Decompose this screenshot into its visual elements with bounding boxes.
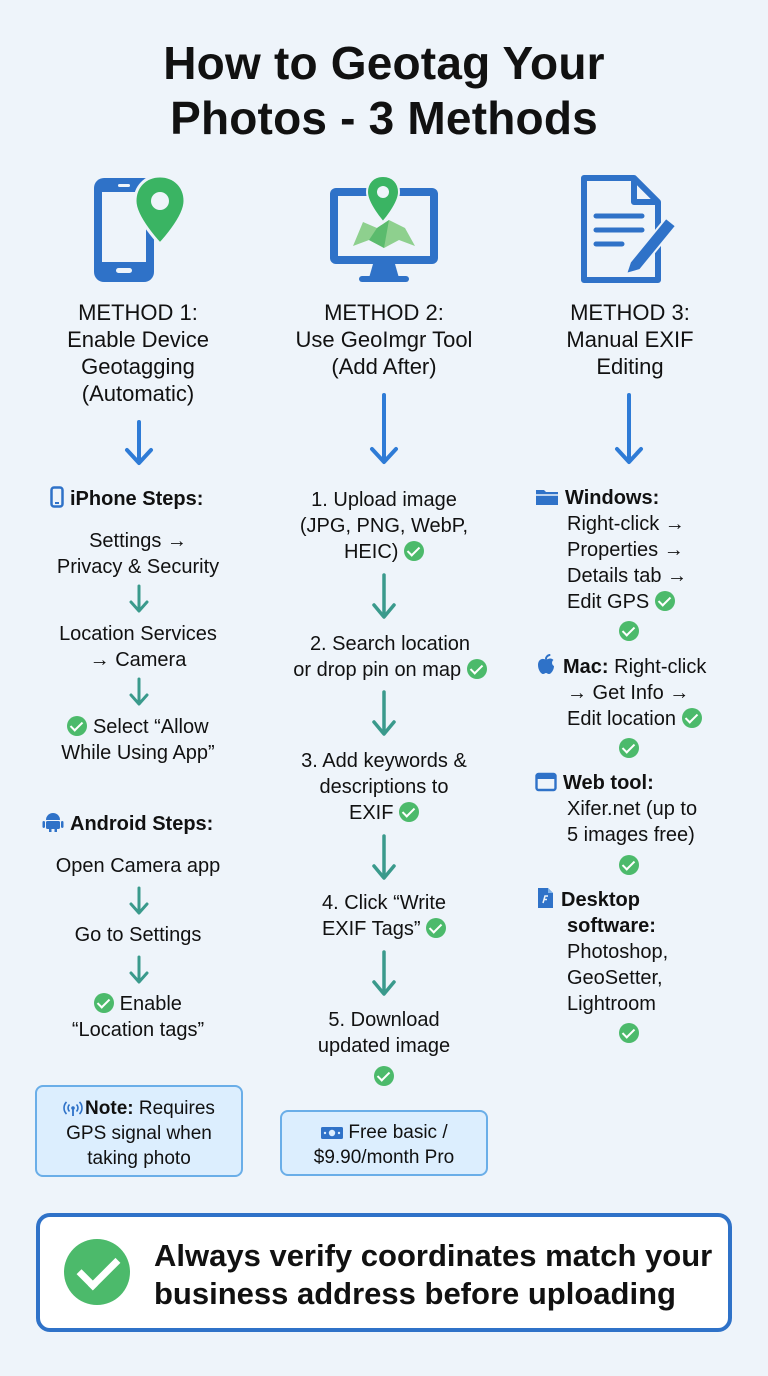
- check-icon: [94, 993, 115, 1013]
- method1-down-arrow: [125, 420, 153, 465]
- method1-title: METHOD 1: Enable Device Geotagging (Auto…: [67, 300, 209, 406]
- web-tool-section: Web tool: Xifer.net (up to 5 images free…: [535, 770, 755, 848]
- method3-title: METHOD 3: Manual EXIF Editing: [566, 300, 694, 379]
- page-title: How to Geotag Your Photos - 3 Methods: [163, 37, 605, 144]
- android-step-3: Enable “Location tags”: [71, 993, 205, 1041]
- android-icon: [42, 813, 64, 832]
- check-icon: [374, 1066, 394, 1086]
- check-icon: [619, 738, 639, 758]
- step-arrow: [372, 690, 396, 736]
- step-arrow: [129, 886, 149, 915]
- check-icon: [399, 802, 419, 822]
- windows-section: Windows: Right-click → Properties → Deta…: [535, 485, 755, 615]
- file-icon: [538, 888, 553, 908]
- check-icon: [681, 708, 702, 728]
- check-icon: [426, 918, 447, 938]
- android-step-2: Go to Settings: [74, 924, 202, 946]
- android-step-1: Open Camera app: [55, 855, 221, 877]
- method2-down-arrow: [370, 393, 398, 464]
- phone-icon: [50, 486, 64, 508]
- geoimgr-step-3: 3. Add keywords & descriptions to EXIF: [301, 750, 467, 824]
- step-arrow: [372, 573, 396, 619]
- mac-section: Mac: Right-click → Get Info → Edit locat…: [535, 654, 760, 732]
- geoimgr-step-2: 2. Search location or drop pin on map: [270, 631, 510, 683]
- iphone-step-2: Location Services → Camera: [59, 623, 217, 671]
- browser-window-icon: [535, 772, 557, 792]
- step-arrow: [129, 677, 149, 706]
- verify-coordinates-callout: Always verify coordinates match your bus…: [36, 1213, 732, 1332]
- step-arrow: [372, 950, 396, 996]
- method2-title: METHOD 2: Use GeoImgr Tool (Add After): [295, 300, 473, 379]
- iphone-step-3: Select “Allow While Using App”: [61, 716, 215, 764]
- check-icon: [619, 1023, 639, 1043]
- geoimgr-step-4: 4. Click “Write EXIF Tags”: [321, 892, 447, 940]
- document-edit-icon: [581, 175, 678, 283]
- gps-note-box: Note: Requires GPS signal when taking ph…: [35, 1085, 243, 1177]
- check-icon: [654, 591, 675, 611]
- iphone-step-1: Settings → Privacy & Security: [56, 530, 220, 578]
- pricing-box: Free basic / $9.90/month Pro: [280, 1110, 488, 1176]
- step-arrow: [129, 955, 149, 984]
- smartphone-location-icon: [94, 174, 187, 282]
- cash-icon: [321, 1127, 344, 1139]
- desktop-software-section: Desktop software: Photoshop, GeoSetter, …: [535, 887, 755, 1017]
- geoimgr-step-1: 1. Upload image (JPG, PNG, WebP, HEIC): [299, 489, 469, 563]
- step-arrow: [372, 834, 396, 880]
- check-icon: [404, 541, 424, 561]
- signal-icon: [63, 1101, 83, 1116]
- verify-coordinates-text: Always verify coordinates match your bus…: [154, 1238, 713, 1311]
- geoimgr-step-5: 5. Download updated image: [317, 1009, 451, 1057]
- iphone-steps-heading: iPhone Steps:: [50, 486, 240, 512]
- step-arrow: [129, 584, 149, 613]
- check-icon: [466, 659, 487, 679]
- monitor-map-icon: [330, 174, 438, 282]
- check-icon: [619, 855, 639, 875]
- check-icon: [619, 621, 639, 641]
- check-icon: [67, 716, 88, 736]
- folder-icon: [536, 490, 558, 505]
- method3-down-arrow: [615, 393, 643, 464]
- apple-icon: [538, 654, 554, 674]
- check-circle-icon: [64, 1239, 130, 1305]
- android-steps-heading: Android Steps:: [42, 811, 252, 837]
